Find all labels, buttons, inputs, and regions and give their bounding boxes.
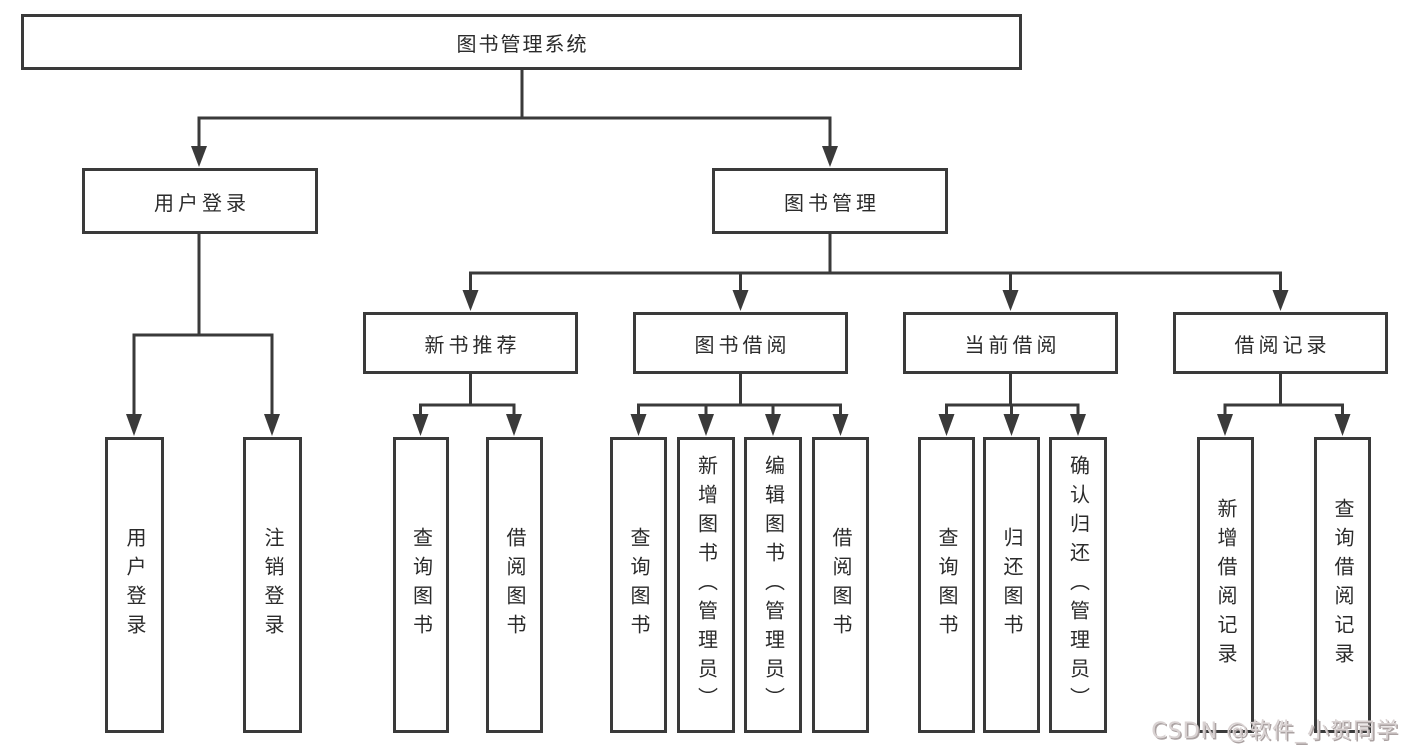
node-new-book-recommend: 新书推荐: [363, 312, 578, 374]
leaf-borrow-books-recommend: 借阅图书: [486, 437, 543, 733]
leaf-return-book: 归还图书: [983, 437, 1040, 733]
node-book-borrowing: 图书借阅: [633, 312, 848, 374]
node-root: 图书管理系统: [21, 14, 1022, 70]
leaf-edit-book-admin: 编辑图书（管理员）: [744, 437, 802, 733]
leaf-confirm-return-admin: 确认归还（管理员）: [1049, 437, 1107, 733]
leaf-query-borrow-record: 查询借阅记录: [1314, 437, 1371, 733]
node-borrowing-records: 借阅记录: [1173, 312, 1388, 374]
leaf-query-books-current: 查询图书: [918, 437, 975, 733]
node-current-borrowing: 当前借阅: [903, 312, 1118, 374]
leaf-user-login: 用户登录: [105, 437, 164, 733]
node-user-login: 用户登录: [82, 168, 318, 234]
leaf-query-books-borrowing: 查询图书: [610, 437, 667, 733]
node-book-management: 图书管理: [712, 168, 948, 234]
leaf-logout: 注销登录: [243, 437, 302, 733]
csdn-watermark: CSDN @软件_小贺同学: [1151, 719, 1399, 744]
leaf-borrow-books-borrowing: 借阅图书: [812, 437, 869, 733]
leaf-query-books-recommend: 查询图书: [393, 437, 449, 733]
leaf-add-book-admin: 新增图书（管理员）: [677, 437, 735, 733]
leaf-add-borrow-record: 新增借阅记录: [1197, 437, 1254, 733]
